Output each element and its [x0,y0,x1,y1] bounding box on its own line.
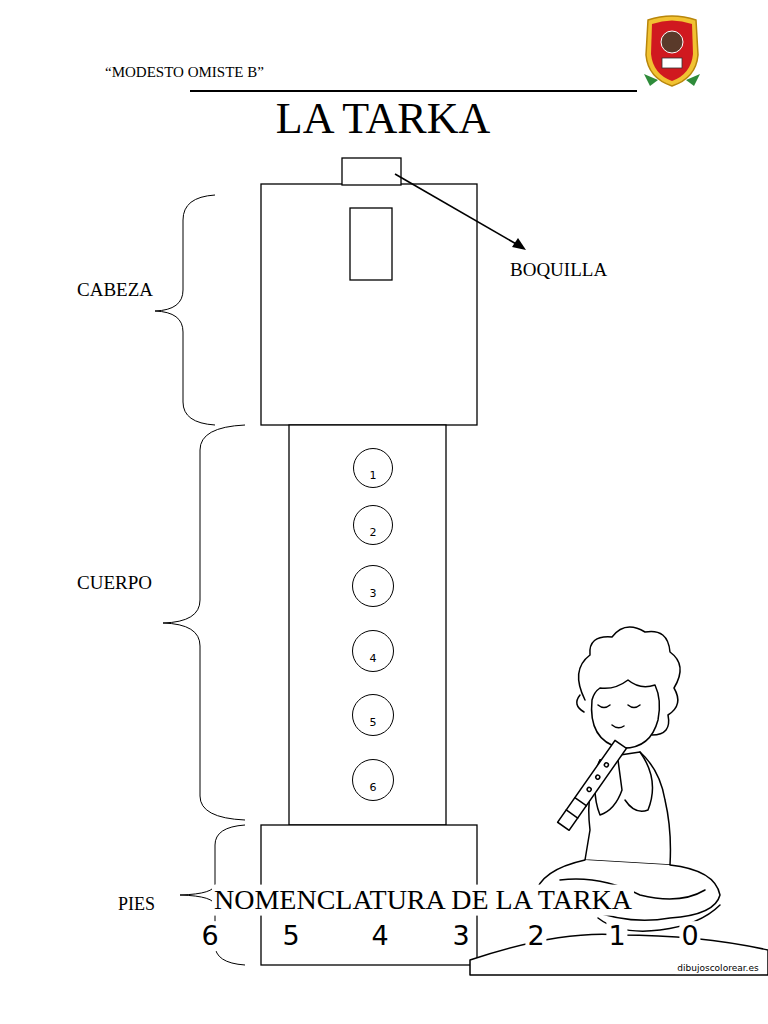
leader-arrow [395,174,526,250]
girl-illustration [470,627,768,975]
section-heading: NOMENCLATURA DE LA TARKA [212,885,634,916]
tarka-outline [261,158,477,965]
school-logo [644,16,700,86]
hole-number: 4 [370,652,377,665]
hole-number: 6 [370,781,377,794]
header-rule [190,90,637,92]
school-name: “MODESTO OMISTE B” [105,64,264,81]
nomenclature-number: 2 [525,921,546,951]
finger-hole: 3 [352,565,394,607]
part-name: CUERPO [77,573,152,594]
finger-hole: 4 [352,630,394,672]
nomenclature-number: 1 [606,921,627,951]
diagram-title: LA TARKA [276,95,490,143]
hole-number: 1 [370,468,377,481]
hole-number: 5 [370,716,377,729]
finger-hole: 1 [353,448,393,488]
finger-hole: 6 [352,759,394,801]
part-name: PIES [118,895,155,915]
part-name: CABEZA [77,280,153,301]
finger-hole: 2 [353,505,393,545]
watermark: dibujoscolorear.es [675,964,760,974]
finger-hole: 5 [352,694,394,736]
hole-number: 2 [370,525,377,538]
nomenclature-number: 3 [450,921,471,951]
nomenclature-number: 0 [679,921,700,951]
hole-number: 3 [370,587,377,600]
part-name: BOQUILLA [510,260,607,281]
nomenclature-number: 5 [280,921,301,951]
nomenclature-number: 4 [369,921,390,951]
nomenclature-number: 6 [199,921,220,951]
brackets [155,195,245,965]
